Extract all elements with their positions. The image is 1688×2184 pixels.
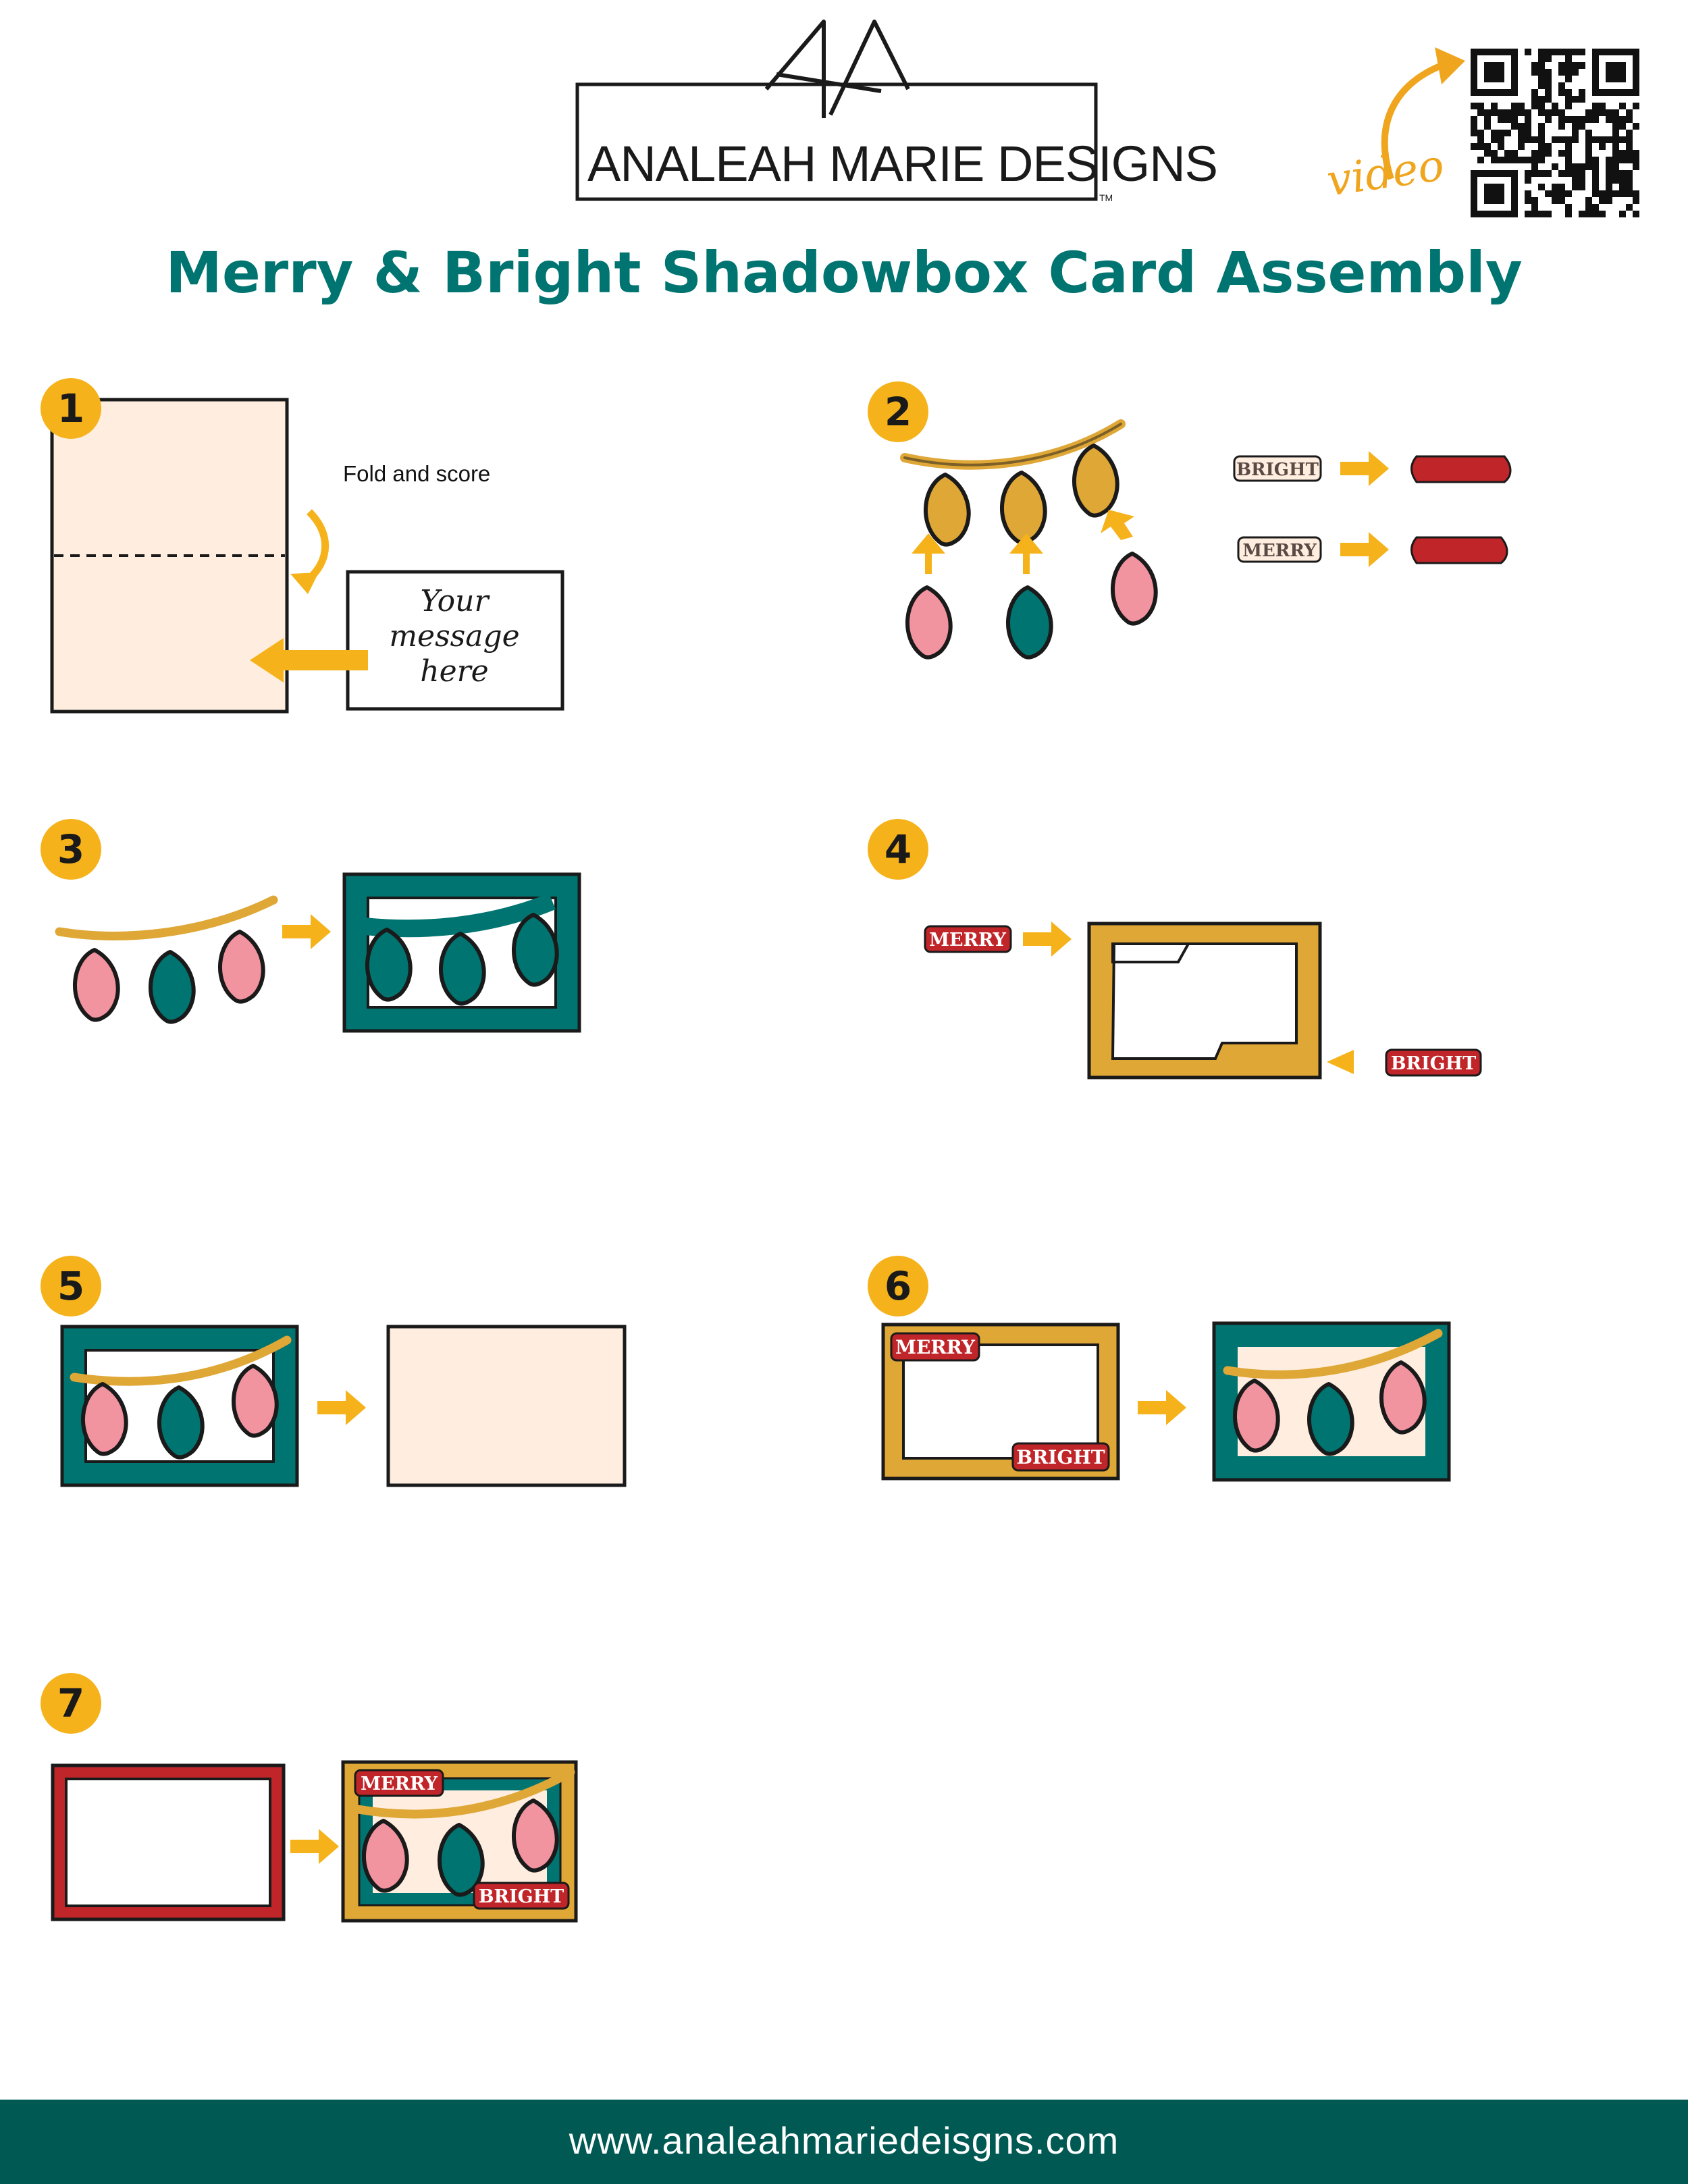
brand-name: ANALEAH MARIE DESIGNS: [587, 135, 1218, 192]
video-arrowhead-icon: [1435, 47, 1465, 84]
logo: [575, 20, 1098, 201]
step-6-illustration: [881, 1321, 1451, 1482]
step-5-illustration: [60, 1325, 627, 1487]
page-title: Merry & Bright Shadowbox Card Assembly: [165, 240, 1523, 306]
logo-trademark: TM: [1099, 192, 1113, 203]
brand-name-designs: DESIGNS: [984, 136, 1218, 192]
step-number-7: 7: [41, 1673, 101, 1734]
footer-bar: [0, 2100, 1688, 2184]
step-6-bright-tag: BRIGHT: [1016, 1446, 1105, 1468]
footer-website-link[interactable]: www.analeahmariedeisgns.com: [569, 2119, 1119, 2162]
step-2-illustration: [900, 419, 1512, 658]
message-line-1: Your: [420, 584, 489, 618]
video-arrow-icon: [1381, 61, 1446, 180]
step-2-bright-tag: BRIGHT: [1236, 460, 1319, 480]
step-7-illustration: [51, 1760, 578, 1923]
step-4-illustration: [924, 922, 1482, 1080]
message-line-2: message: [389, 619, 520, 654]
brand-name-main: ANALEAH MARIE: [587, 136, 984, 192]
step-7-bright-tag: BRIGHT: [479, 1886, 564, 1907]
step-number-1: 1: [41, 378, 101, 439]
step-6-merry-tag: MERRY: [895, 1336, 976, 1358]
message-line-3: here: [420, 654, 489, 689]
message-placeholder: Your message here: [350, 584, 559, 689]
step-1-illustration: [50, 398, 564, 714]
step-number-6: 6: [868, 1256, 928, 1316]
step-7-merry-tag: MERRY: [361, 1774, 438, 1794]
step-2-merry-tag: MERRY: [1242, 541, 1317, 561]
step-number-2: 2: [868, 381, 928, 442]
step-3-illustration: [55, 872, 581, 1033]
step-4-merry-tag: MERRY: [929, 930, 1007, 951]
step-number-3: 3: [41, 819, 101, 880]
step-number-5: 5: [41, 1256, 101, 1316]
step-4-bright-tag: BRIGHT: [1391, 1053, 1477, 1074]
fold-and-score-label: Fold and score: [343, 461, 491, 486]
step-number-4: 4: [868, 819, 928, 880]
qr-code[interactable]: [1471, 49, 1639, 217]
